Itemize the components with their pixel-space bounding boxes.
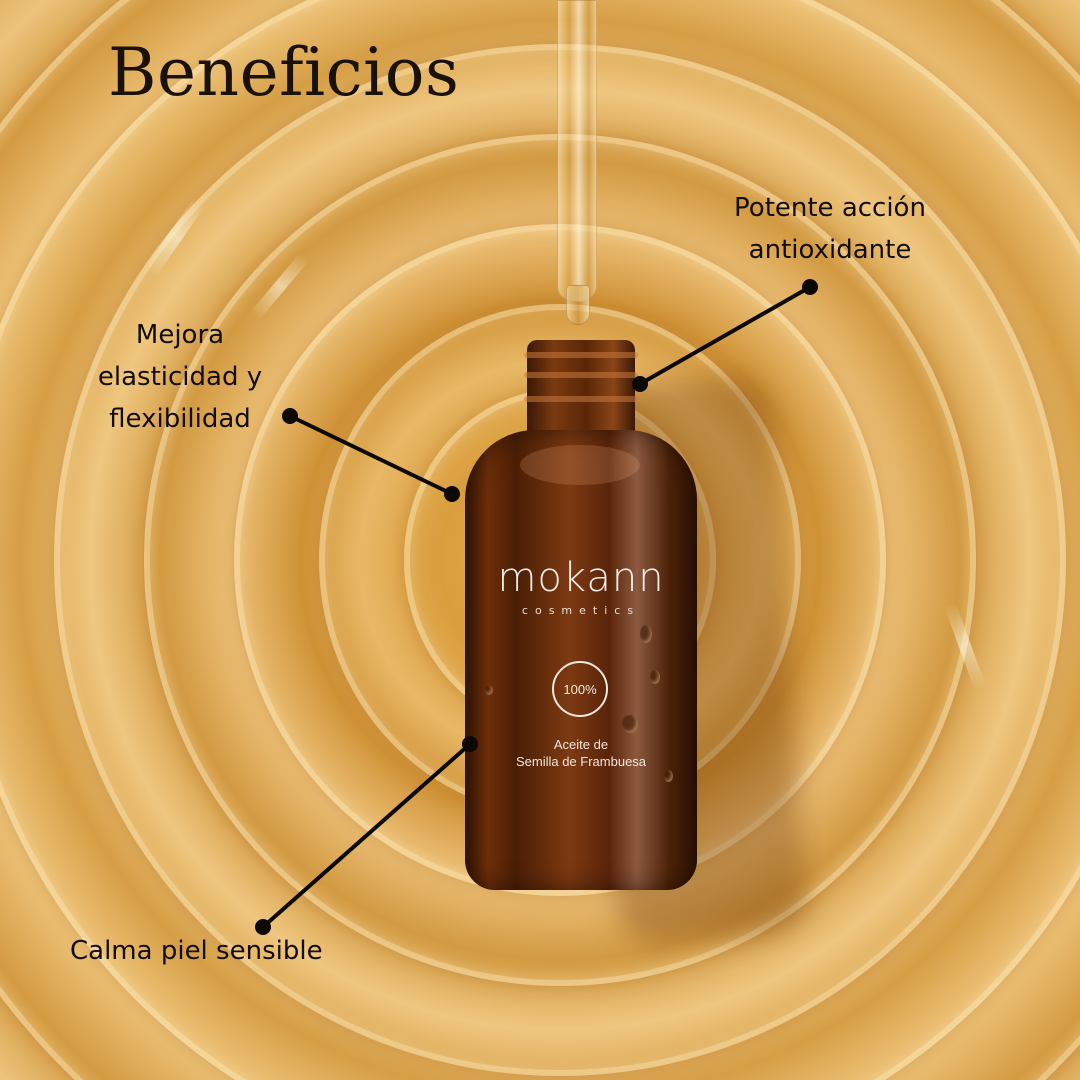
callout-dot: [444, 486, 460, 502]
purity-badge: 100%: [552, 661, 608, 717]
bottle-body: [465, 430, 697, 890]
product-name: Aceite de Semilla de Frambuesa: [465, 736, 697, 770]
benefit-calma: Calma piel sensible: [70, 936, 323, 966]
page-title: Beneficios: [108, 34, 460, 111]
benefit-elasticidad: Mejora elasticidad y flexibilidad: [97, 320, 263, 434]
product-name-line2: Semilla de Frambuesa: [515, 754, 647, 769]
glass-dropper: [557, 0, 597, 302]
badge-text: 100%: [563, 681, 597, 697]
dropper-tip: [566, 285, 590, 325]
callout-dot: [255, 919, 271, 935]
brand-subtitle: cosmetics: [521, 604, 641, 617]
callout-dot: [462, 736, 478, 752]
product-name-line1: Aceite de: [553, 737, 609, 752]
brand-logo: mokann: [497, 555, 665, 601]
callout-dot: [282, 408, 298, 424]
benefit-antioxidante: Potente acción antioxidante: [734, 193, 926, 265]
callout-dot: [632, 376, 648, 392]
callout-dot: [802, 279, 818, 295]
